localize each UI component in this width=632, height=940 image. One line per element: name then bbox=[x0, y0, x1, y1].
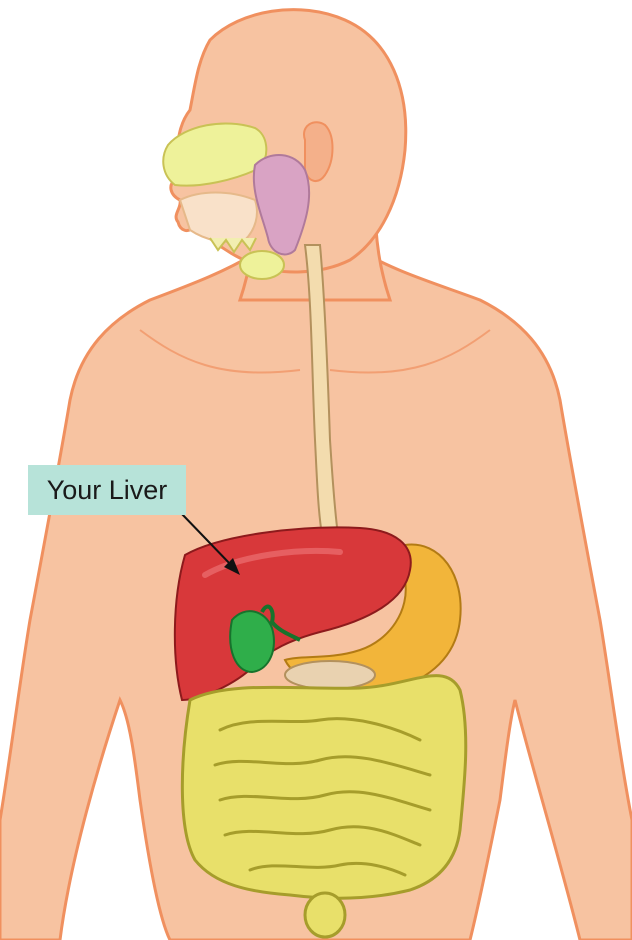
liver-label: Your Liver bbox=[28, 465, 186, 515]
rectum bbox=[305, 893, 345, 937]
gallbladder bbox=[230, 611, 274, 672]
large-intestine bbox=[182, 676, 465, 899]
teeth bbox=[210, 238, 256, 252]
pancreas bbox=[285, 661, 375, 689]
mouth-cavity bbox=[180, 193, 257, 242]
liver-label-text: Your Liver bbox=[47, 475, 168, 506]
salivary-gland-lower bbox=[240, 251, 284, 279]
